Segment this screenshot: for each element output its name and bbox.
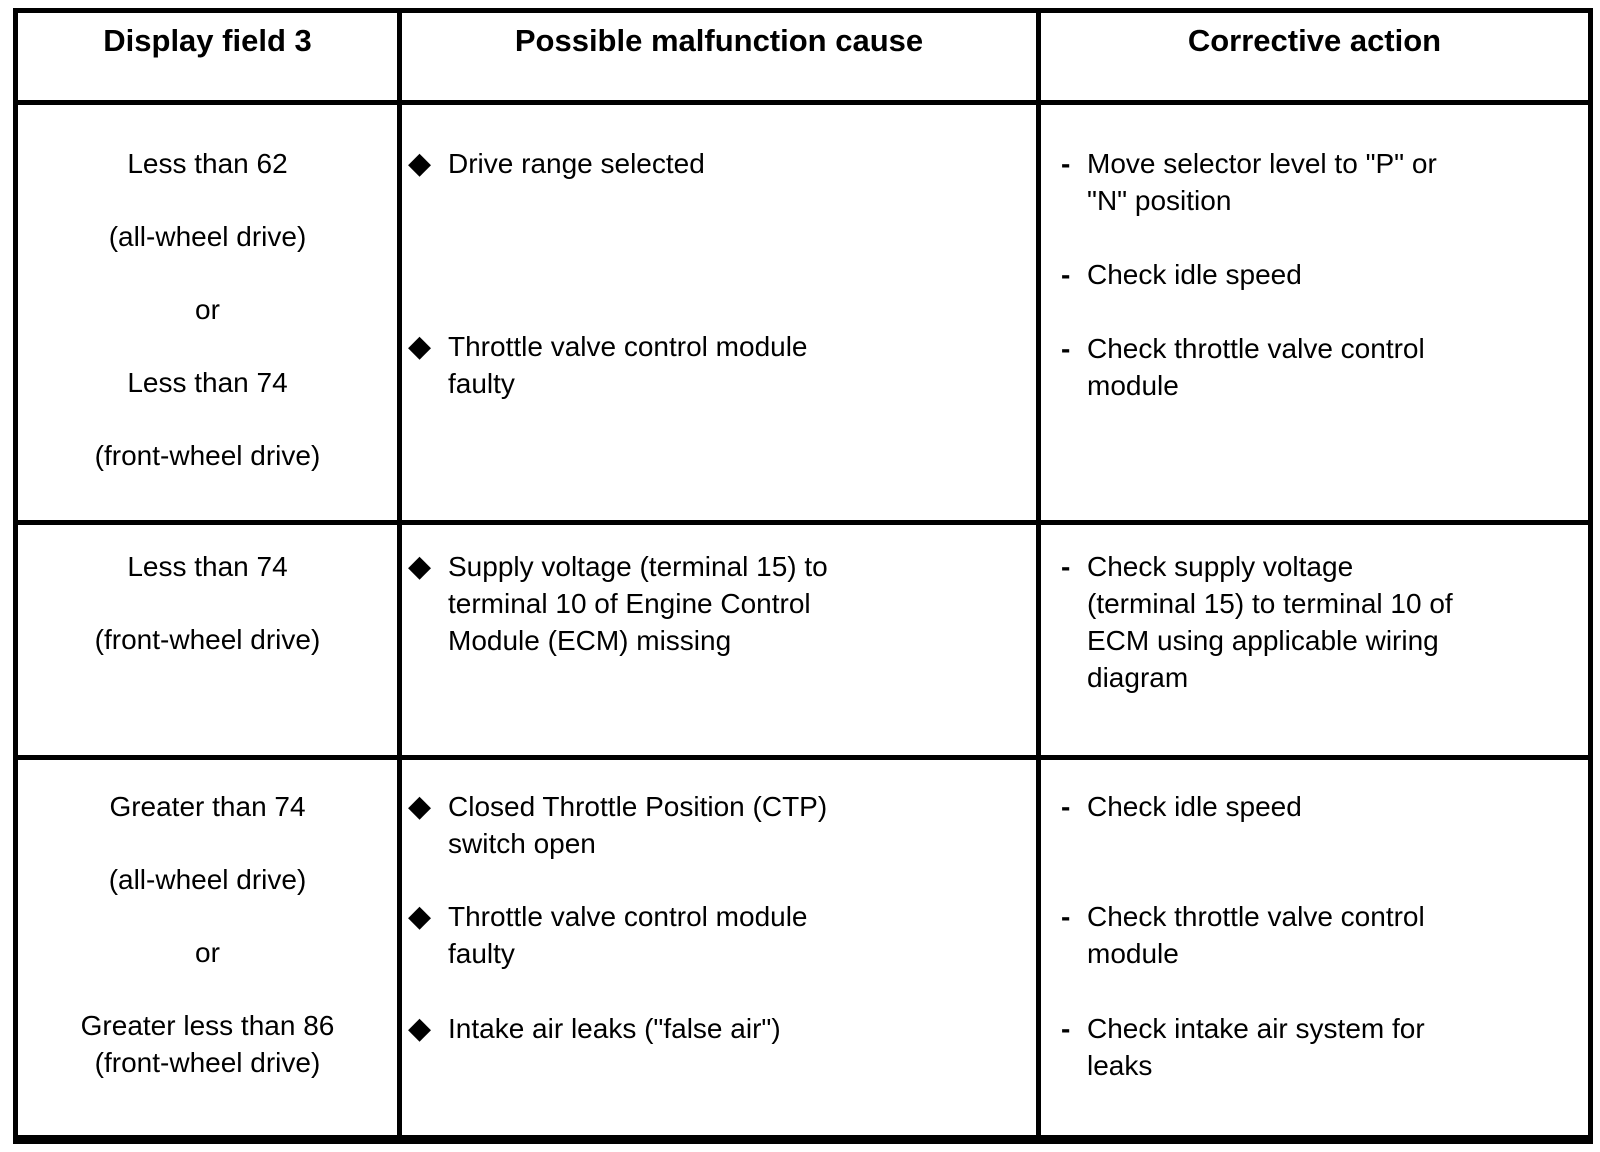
troubleshooting-table: Display field 3 Possible malfunction cau… <box>13 8 1593 1144</box>
display-value: Greater than 74 <box>109 791 306 822</box>
action-item: - Check idle speed <box>1061 788 1584 825</box>
cause-item: ◆ Closed Throttle Position (CTP) switch … <box>408 788 1032 862</box>
cause-item: ◆ Drive range selected <box>408 145 1032 182</box>
diamond-bullet-icon: ◆ <box>408 550 432 583</box>
action-line: (terminal 15) to terminal 10 of <box>1087 588 1453 619</box>
row3-causes-cell: ◆ Closed Throttle Position (CTP) switch … <box>402 760 1041 1135</box>
action-line: "N" position <box>1087 185 1232 216</box>
dash-bullet: - <box>1061 259 1071 290</box>
header-corrective-action: Corrective action <box>1041 13 1588 105</box>
cause-line: Intake air leaks ("false air") <box>448 1013 781 1044</box>
action-line: Check idle speed <box>1087 791 1302 822</box>
row1-actions-cell: - Move selector level to "P" or "N" posi… <box>1041 105 1588 525</box>
action-line: Check supply voltage <box>1087 551 1354 582</box>
display-value: Less than 74 <box>127 551 288 582</box>
display-value: Less than 62 <box>127 148 288 179</box>
action-line: module <box>1087 938 1179 969</box>
display-drive-type: (all-wheel drive) <box>108 221 307 252</box>
diamond-bullet-icon: ◆ <box>408 790 432 823</box>
cause-line: Module (ECM) missing <box>448 625 732 656</box>
action-line: Check throttle valve control <box>1087 333 1425 364</box>
cause-item: ◆ Throttle valve control module faulty <box>408 328 1032 402</box>
cause-item: ◆ Throttle valve control module faulty <box>408 898 1032 972</box>
action-item: - Check supply voltage (terminal 15) to … <box>1061 548 1584 696</box>
display-value: Greater less than 86 <box>80 1010 335 1041</box>
display-or: or <box>195 937 220 968</box>
action-item: - Check throttle valve control module <box>1061 330 1584 404</box>
action-line: leaks <box>1087 1050 1153 1081</box>
action-line: ECM using applicable wiring <box>1087 625 1439 656</box>
row2-actions-cell: - Check supply voltage (terminal 15) to … <box>1041 525 1588 760</box>
diamond-bullet-icon: ◆ <box>408 330 432 363</box>
cause-line: Drive range selected <box>448 148 705 179</box>
display-or: or <box>195 294 220 325</box>
display-drive-type: (front-wheel drive) <box>94 624 321 655</box>
cause-line: switch open <box>448 828 596 859</box>
dash-bullet: - <box>1061 551 1071 582</box>
action-line: Check throttle valve control <box>1087 901 1425 932</box>
action-item: - Move selector level to "P" or "N" posi… <box>1061 145 1584 219</box>
display-drive-type: (front-wheel drive) <box>94 1047 321 1078</box>
diamond-bullet-icon: ◆ <box>408 147 432 180</box>
display-drive-type: (all-wheel drive) <box>108 864 307 895</box>
row2-display-cell: Less than 74 (front-wheel drive) <box>18 525 402 760</box>
diamond-bullet-icon: ◆ <box>408 900 432 933</box>
header-malfunction-cause: Possible malfunction cause <box>402 13 1041 105</box>
row3-actions-cell: - Check idle speed - Check throttle valv… <box>1041 760 1588 1135</box>
header-display-field: Display field 3 <box>18 13 402 105</box>
row1-display-cell: Less than 62 (all-wheel drive) or Less t… <box>18 105 402 525</box>
cause-line: terminal 10 of Engine Control <box>448 588 811 619</box>
dash-bullet: - <box>1061 1013 1071 1044</box>
cause-item: ◆ Intake air leaks ("false air") <box>408 1010 1032 1047</box>
dash-bullet: - <box>1061 901 1071 932</box>
dash-bullet: - <box>1061 333 1071 364</box>
row2-causes-cell: ◆ Supply voltage (terminal 15) to termin… <box>402 525 1041 760</box>
diamond-bullet-icon: ◆ <box>408 1012 432 1045</box>
cause-line: Throttle valve control module <box>448 901 808 932</box>
action-line: Check intake air system for <box>1087 1013 1425 1044</box>
dash-bullet: - <box>1061 791 1071 822</box>
action-line: diagram <box>1087 662 1189 693</box>
dash-bullet: - <box>1061 148 1071 179</box>
cause-line: Throttle valve control module <box>448 331 808 362</box>
action-line: module <box>1087 370 1179 401</box>
action-item: - Check throttle valve control module <box>1061 898 1584 972</box>
action-item: - Check intake air system for leaks <box>1061 1010 1584 1084</box>
cause-item: ◆ Supply voltage (terminal 15) to termin… <box>408 548 1032 659</box>
cause-line: Closed Throttle Position (CTP) <box>448 791 828 822</box>
row3-display-cell: Greater than 74 (all-wheel drive) or Gre… <box>18 760 402 1135</box>
action-line: Check idle speed <box>1087 259 1302 290</box>
cause-line: faulty <box>448 938 515 969</box>
display-drive-type: (front-wheel drive) <box>94 440 321 471</box>
cause-line: faulty <box>448 368 515 399</box>
row1-causes-cell: ◆ Drive range selected ◆ Throttle valve … <box>402 105 1041 525</box>
display-value: Less than 74 <box>127 367 288 398</box>
action-item: - Check idle speed <box>1061 256 1584 293</box>
action-line: Move selector level to "P" or <box>1087 148 1437 179</box>
cause-line: Supply voltage (terminal 15) to <box>448 551 828 582</box>
